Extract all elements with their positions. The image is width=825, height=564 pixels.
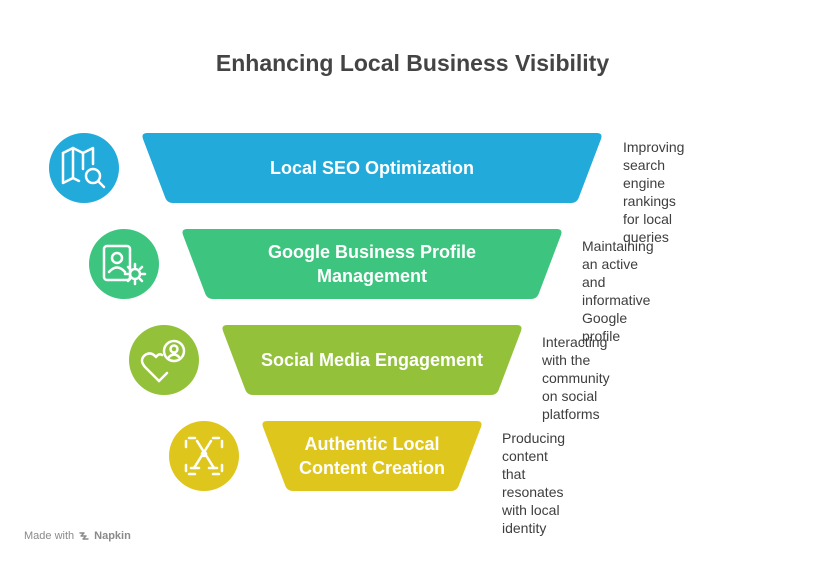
- made-with-label: Made with: [24, 530, 75, 542]
- craft-tools-icon: [169, 421, 239, 491]
- napkin-logo-icon: [79, 532, 89, 540]
- stage-description: Improving search engine rankings for loc…: [623, 139, 685, 245]
- funnel-band-3: Social Media Engagement: [221, 325, 523, 395]
- funnel-band-1-shape: [142, 133, 602, 203]
- stage-description: Maintaining an active and informative Go…: [582, 238, 654, 344]
- stage-description: Interacting with the community on social…: [542, 334, 610, 422]
- funnel-band-1: Local SEO Optimization: [141, 133, 603, 203]
- funnel-band-2-shape: [182, 229, 562, 299]
- map-search-icon: [49, 133, 119, 203]
- stage-label: Authentic Local Content Creation: [299, 434, 445, 478]
- made-with-footer[interactable]: Made with Napkin: [24, 530, 131, 542]
- heart-hand-icon: [129, 325, 199, 395]
- funnel-band-2: Google Business Profile Management: [181, 229, 563, 299]
- stage-label: Local SEO Optimization: [269, 158, 475, 178]
- stage-description: Producing content that resonates with lo…: [502, 430, 566, 536]
- funnel-band-4-shape: [262, 421, 482, 491]
- page-title: Enhancing Local Business Visibility: [215, 50, 610, 76]
- stage-label: Social Media Engagement: [260, 350, 484, 370]
- profile-settings-icon: [89, 229, 159, 299]
- funnel-band-3-shape: [222, 325, 522, 395]
- stage-label: Google Business Profile Management: [267, 242, 477, 286]
- funnel-band-4: Authentic Local Content Creation: [261, 421, 483, 491]
- napkin-brand: Napkin: [94, 530, 131, 542]
